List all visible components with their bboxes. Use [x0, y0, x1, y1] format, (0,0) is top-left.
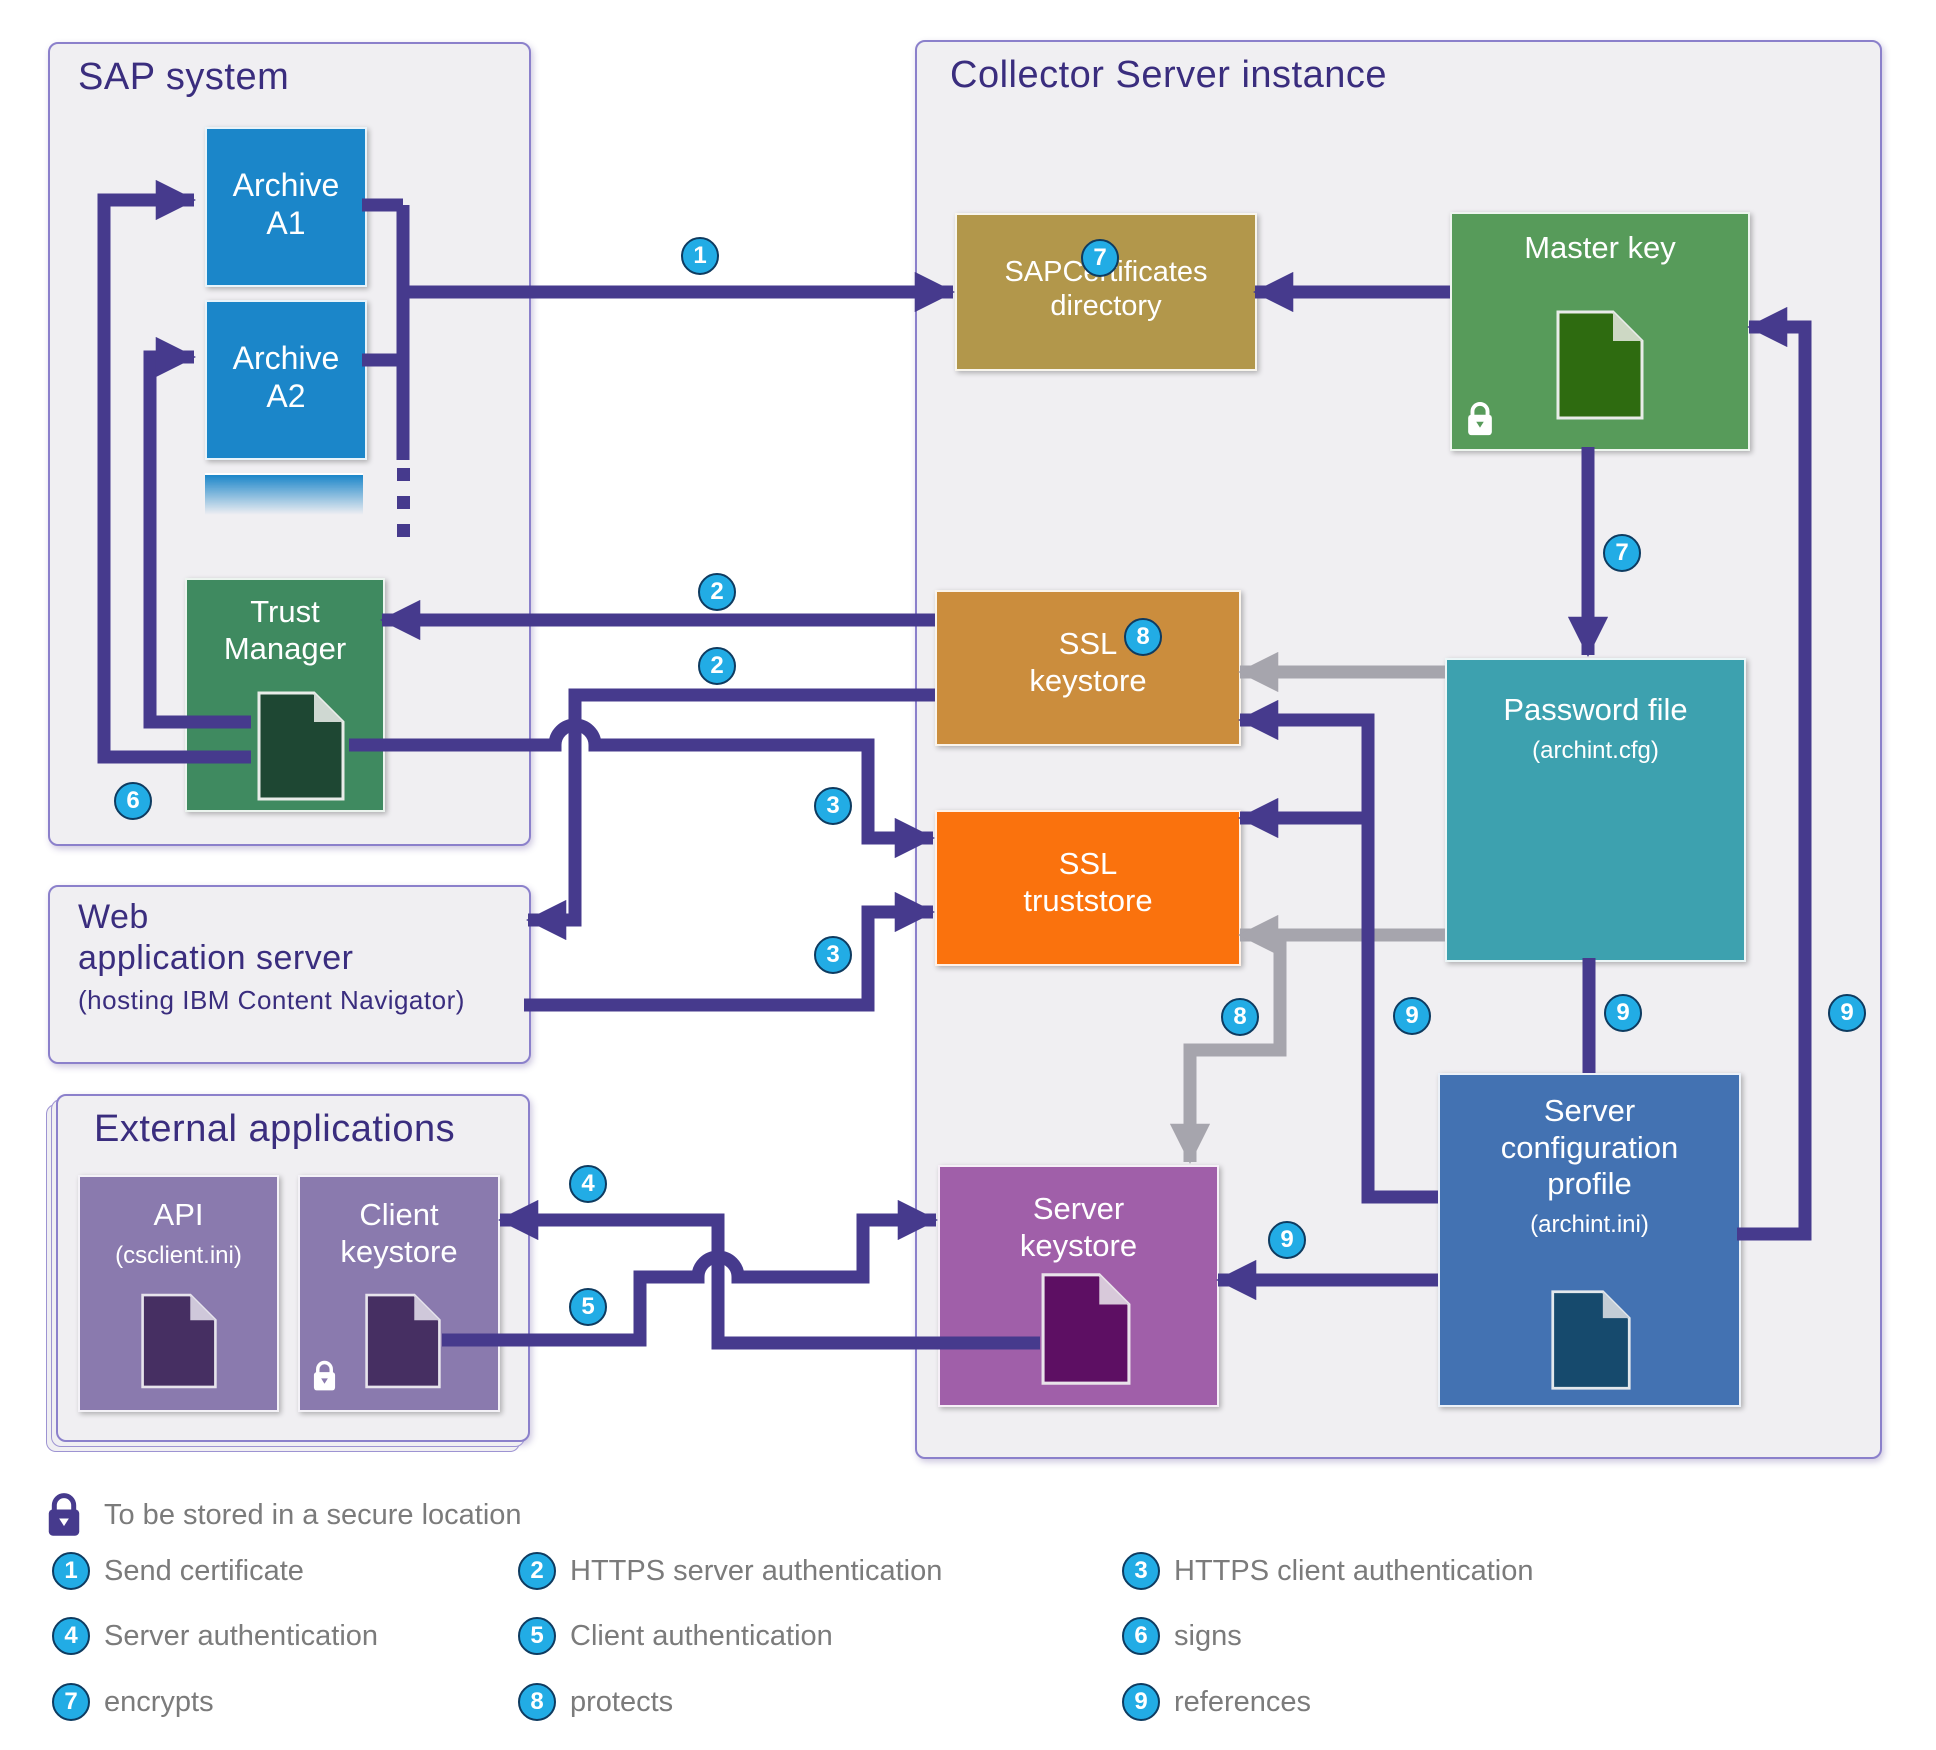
web-app-subtitle: (hosting IBM Content Navigator) [78, 984, 465, 1015]
flow-3-trustmanager-to-ssltruststore [349, 718, 936, 859]
badge-7a: 7 [1081, 239, 1119, 277]
api-sublabel: (csclient.ini) [115, 1241, 242, 1269]
badge-6: 6 [114, 782, 152, 820]
collector-server-title: Collector Server instance [950, 54, 1388, 96]
client-keystore-lock-icon [313, 1360, 336, 1391]
badge-4: 4 [569, 1165, 607, 1203]
flow-2-sslkeystore-to-webapp [525, 688, 935, 941]
flow-3-webapp-to-ssltruststore [524, 891, 936, 1012]
flow-6-trustmanager-signs-a2 [143, 336, 251, 729]
trust-manager-document-icon [257, 691, 345, 801]
sap-system-title: SAP system [78, 56, 290, 98]
flow-8-password-to-server-keystore [1169, 935, 1287, 1165]
badge-9d: 9 [1604, 994, 1642, 1032]
badge-5: 5 [569, 1288, 607, 1326]
badge-9a: 9 [1393, 997, 1431, 1035]
badge-3a: 3 [814, 787, 852, 825]
more-archives-ellipsis [397, 468, 410, 537]
badge-3b: 3 [814, 936, 852, 974]
flow-5-clientkeystore-to-serverkeystore [442, 1199, 939, 1347]
badge-1: 1 [681, 237, 719, 275]
flow-9-serverconfig-to-masterkey [1737, 306, 1812, 1241]
badge-2a: 2 [698, 573, 736, 611]
legend-secure-note: To be stored in a secure location [46, 1490, 522, 1540]
badge-9b: 9 [1268, 1221, 1306, 1259]
server-keystore-document-icon [1041, 1273, 1131, 1385]
flow-9-serverconfig-to-sslkeystore [1237, 699, 1438, 1204]
master-key-lock-icon [1468, 402, 1492, 436]
api-label: API [153, 1197, 204, 1232]
web-app-title-line2: application server [78, 938, 354, 977]
api-document-icon [141, 1293, 217, 1389]
flow-6-trustmanager-signs-a1 [97, 179, 251, 764]
client-keystore-document-icon [365, 1293, 441, 1389]
legend-secure-note-text: To be stored in a secure location [104, 1498, 522, 1531]
badge-9c: 9 [1828, 994, 1866, 1032]
api-node: API (csclient.ini) [78, 1175, 279, 1412]
server-config-document-icon [1551, 1290, 1631, 1390]
server-config-profile-node: Server configuration profile (archint.in… [1438, 1073, 1741, 1407]
master-key-label: Master key [1524, 230, 1676, 265]
badge-8a: 8 [1124, 618, 1162, 656]
secure-lock-icon [48, 1493, 80, 1536]
password-file-label: Password file [1503, 692, 1688, 727]
flow-4-serverkeystore-to-clientkeystore [497, 1199, 1040, 1350]
badge-2b: 2 [698, 647, 736, 685]
web-app-title-line1: Web [78, 898, 149, 936]
password-file-sublabel: (archint.cfg) [1532, 736, 1659, 764]
badge-7b: 7 [1603, 534, 1641, 572]
badge-8b: 8 [1221, 998, 1259, 1036]
master-key-document-icon [1556, 310, 1644, 420]
server-config-profile-sublabel: (archint.ini) [1530, 1210, 1649, 1238]
external-apps-title: External applications [94, 1108, 456, 1150]
archive-more-fade [205, 473, 363, 517]
web-app-server-container: Web application server (hosting IBM Cont… [48, 885, 531, 1064]
server-config-profile-label: Server configuration profile [1500, 1093, 1679, 1202]
web-app-server-title: Web application server (hosting IBM Cont… [78, 897, 465, 1016]
